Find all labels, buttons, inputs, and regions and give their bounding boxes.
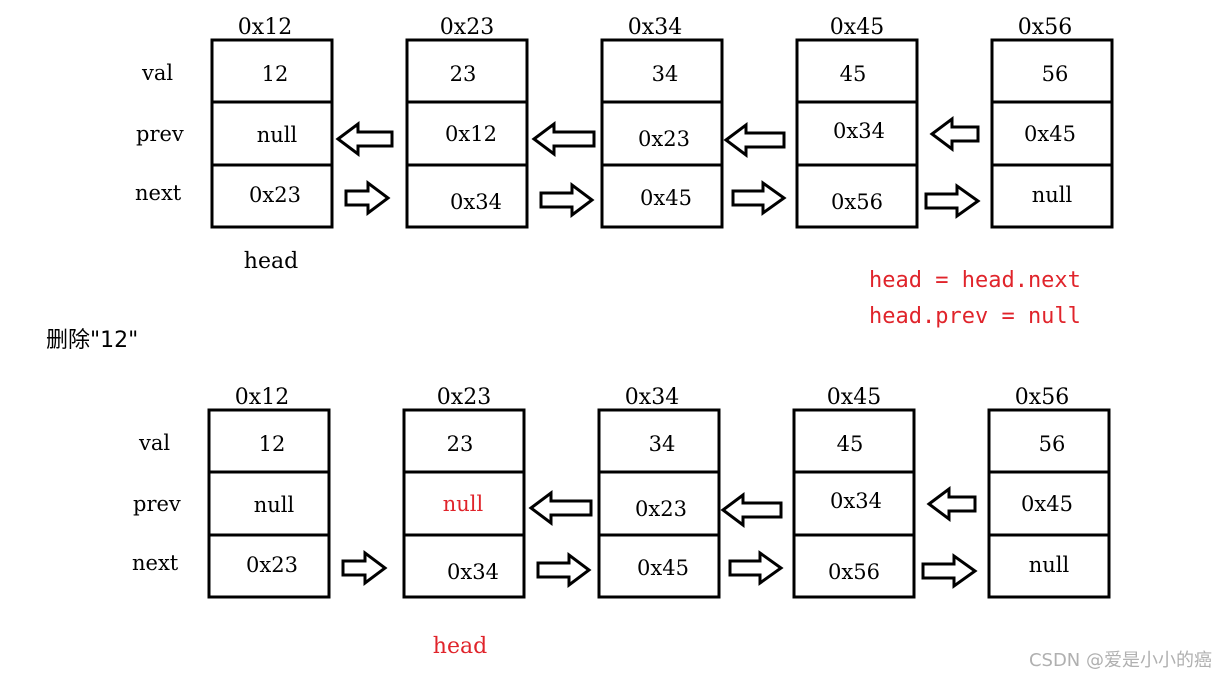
node-next: 0x56	[828, 560, 880, 584]
code-line-1: head = head.next	[869, 268, 1081, 293]
code-snippet: head = head.next head.prev = null	[869, 268, 1081, 329]
row-label-next: next	[135, 181, 182, 205]
node-prev: 0x45	[1021, 492, 1073, 516]
node-address: 0x12	[238, 15, 292, 40]
node-val: 45	[837, 432, 864, 456]
node-next: 0x34	[450, 190, 502, 214]
node-prev: 0x34	[833, 119, 885, 143]
node-0x12: 0x12 12 null 0x23	[210, 15, 334, 229]
left-arrow-icon	[723, 122, 786, 158]
row-label-prev: prev	[133, 492, 181, 516]
right-arrow-icon	[341, 550, 388, 586]
right-arrow-icon	[344, 180, 391, 216]
node-prev: 0x23	[638, 127, 690, 151]
right-arrow-icon	[536, 552, 592, 588]
right-arrow-icon	[921, 553, 978, 589]
node-next: null	[1029, 553, 1070, 577]
node-val: 56	[1042, 62, 1069, 86]
node-prev: 0x45	[1024, 122, 1076, 146]
node-0x45: 0x45 45 0x34 0x56	[795, 15, 919, 229]
node-address: 0x56	[1015, 385, 1069, 410]
node-box	[600, 38, 724, 229]
node-prev: 0x34	[830, 489, 882, 513]
node-val: 34	[649, 432, 676, 456]
node-address: 0x34	[628, 15, 682, 40]
diagram-after: val prev next 0x12 12 null 0x23 0x23 23 …	[132, 385, 1111, 659]
node-0x56: 0x56 56 0x45 null	[990, 15, 1114, 229]
node-box	[405, 38, 529, 229]
node-box	[795, 38, 919, 229]
node-val: 12	[262, 62, 289, 86]
node-val: 56	[1039, 432, 1066, 456]
node-box	[402, 408, 526, 599]
node-0x34: 0x34 34 0x23 0x45	[597, 385, 721, 599]
node-address: 0x12	[235, 385, 289, 410]
node-0x56: 0x56 56 0x45 null	[987, 385, 1111, 599]
right-arrow-icon	[924, 183, 981, 219]
left-arrow-icon	[926, 486, 977, 522]
node-box	[207, 408, 331, 599]
node-prev: 0x12	[445, 122, 497, 146]
node-address: 0x23	[437, 385, 491, 410]
node-val: 23	[447, 432, 474, 456]
diagram-before: val prev next 0x12 12 null 0x23 0x23 23 …	[135, 15, 1114, 274]
left-arrow-icon	[528, 490, 593, 526]
node-prev: null	[254, 493, 295, 517]
node-0x23: 0x23 23 null 0x34	[402, 385, 526, 599]
right-arrow-icon	[728, 550, 784, 586]
node-next: 0x56	[831, 190, 883, 214]
next-arrows	[341, 550, 978, 589]
node-0x34: 0x34 34 0x23 0x45	[600, 15, 724, 229]
node-address: 0x45	[827, 385, 881, 410]
node-0x45: 0x45 45 0x34 0x56	[792, 385, 916, 599]
node-box	[987, 408, 1111, 599]
node-address: 0x56	[1018, 15, 1072, 40]
left-arrow-icon	[335, 121, 394, 157]
head-pointer-label: head	[244, 249, 298, 274]
prev-arrows	[335, 116, 980, 158]
node-address: 0x34	[625, 385, 679, 410]
node-val: 12	[259, 432, 286, 456]
node-box	[210, 38, 334, 229]
node-val: 45	[840, 62, 867, 86]
code-line-2: head.prev = null	[869, 304, 1081, 329]
node-next: 0x34	[447, 560, 499, 584]
row-label-val: val	[138, 431, 170, 455]
node-box	[597, 408, 721, 599]
delete-caption: 删除"12"	[46, 328, 138, 353]
node-0x12: 0x12 12 null 0x23	[207, 385, 331, 599]
node-box	[792, 408, 916, 599]
node-val: 34	[652, 62, 679, 86]
node-next: 0x45	[640, 186, 692, 210]
head-pointer-label-updated: head	[433, 634, 487, 659]
right-arrow-icon	[539, 182, 595, 218]
node-prev-updated: null	[443, 492, 484, 516]
node-address: 0x45	[830, 15, 884, 40]
node-next: 0x45	[637, 556, 689, 580]
node-0x23: 0x23 23 0x12 0x34	[405, 15, 529, 229]
node-val: 23	[450, 62, 477, 86]
node-next: null	[1032, 183, 1073, 207]
prev-arrows	[528, 486, 977, 528]
csdn-watermark: CSDN @爱是小小的癌	[1029, 650, 1212, 671]
right-arrow-icon	[731, 180, 787, 216]
node-address: 0x23	[440, 15, 494, 40]
node-next: 0x23	[246, 553, 298, 577]
row-label-val: val	[141, 61, 173, 85]
node-next: 0x23	[249, 183, 301, 207]
row-label-next: next	[132, 551, 179, 575]
left-arrow-icon	[929, 116, 980, 152]
node-box	[990, 38, 1114, 229]
left-arrow-icon	[720, 492, 783, 528]
left-arrow-icon	[531, 121, 596, 157]
row-label-prev: prev	[136, 122, 184, 146]
next-arrows	[344, 180, 981, 219]
node-prev: null	[257, 123, 298, 147]
node-prev: 0x23	[635, 497, 687, 521]
